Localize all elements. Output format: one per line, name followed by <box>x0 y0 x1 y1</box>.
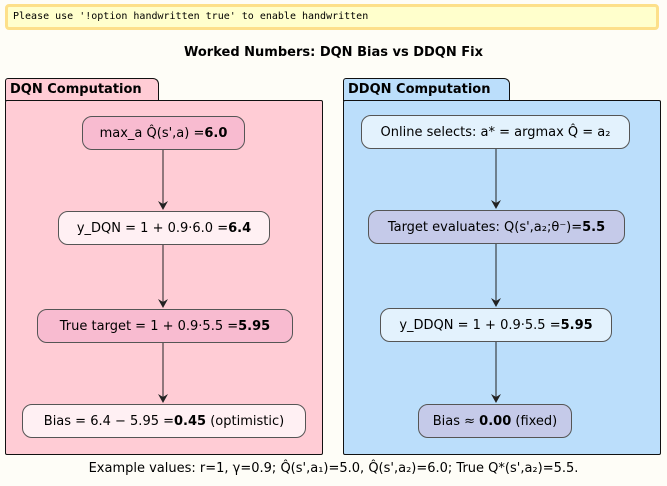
node-text: Online selects: a* = argmax Q̂ = a₂ <box>380 124 611 140</box>
diagram-title: Worked Numbers: DQN Bias vs DDQN Fix <box>184 45 483 60</box>
ddqn-package-tab: DDQN Computation <box>343 78 510 101</box>
node-text: Target evaluates: Q(s',a₂;θ⁻)= <box>387 219 583 235</box>
node-value: 6.0 <box>204 125 228 141</box>
dqn-node-y-dqn: y_DQN = 1 + 0.9·6.0 = 6.4 <box>58 211 270 245</box>
handwritten-warning: Please use '!option handwritten true' to… <box>5 4 659 30</box>
node-value: 5.5 <box>582 219 606 235</box>
node-text: max_a Q̂(s',a) = <box>99 125 205 141</box>
dqn-package-tab: DQN Computation <box>5 78 159 101</box>
node-value: 5.95 <box>238 318 271 334</box>
dqn-node-max-q: max_a Q̂(s',a) = 6.0 <box>82 116 245 150</box>
node-text: True target = 1 + 0.9·5.5 = <box>59 318 239 334</box>
node-suffix: (fixed) <box>511 413 558 429</box>
ddqn-package <box>343 100 661 455</box>
diagram-caption: Example values: r=1, γ=0.9; Q̂(s',a₁)=5.… <box>88 461 579 476</box>
node-value: 0.00 <box>479 413 512 429</box>
node-text: Bias ≈ <box>432 413 480 429</box>
node-suffix: (optimistic) <box>206 413 285 429</box>
node-value: 6.4 <box>228 220 252 236</box>
node-text: y_DQN = 1 + 0.9·6.0 = <box>76 220 229 236</box>
ddqn-node-target-eval: Target evaluates: Q(s',a₂;θ⁻)=5.5 <box>368 210 625 244</box>
node-text: Bias = 6.4 − 5.95 = <box>43 413 175 429</box>
node-text: y_DDQN = 1 + 0.9·5.5 = <box>399 317 561 333</box>
node-value: 5.95 <box>560 317 593 333</box>
dqn-node-true-target: True target = 1 + 0.9·5.5 = 5.95 <box>37 309 293 343</box>
ddqn-node-bias: Bias ≈ 0.00 (fixed) <box>418 404 572 438</box>
node-value: 0.45 <box>174 413 207 429</box>
dqn-node-bias: Bias = 6.4 − 5.95 = 0.45 (optimistic) <box>22 404 306 438</box>
ddqn-node-y-ddqn: y_DDQN = 1 + 0.9·5.5 = 5.95 <box>380 308 612 342</box>
ddqn-node-online-select: Online selects: a* = argmax Q̂ = a₂ <box>361 115 630 149</box>
